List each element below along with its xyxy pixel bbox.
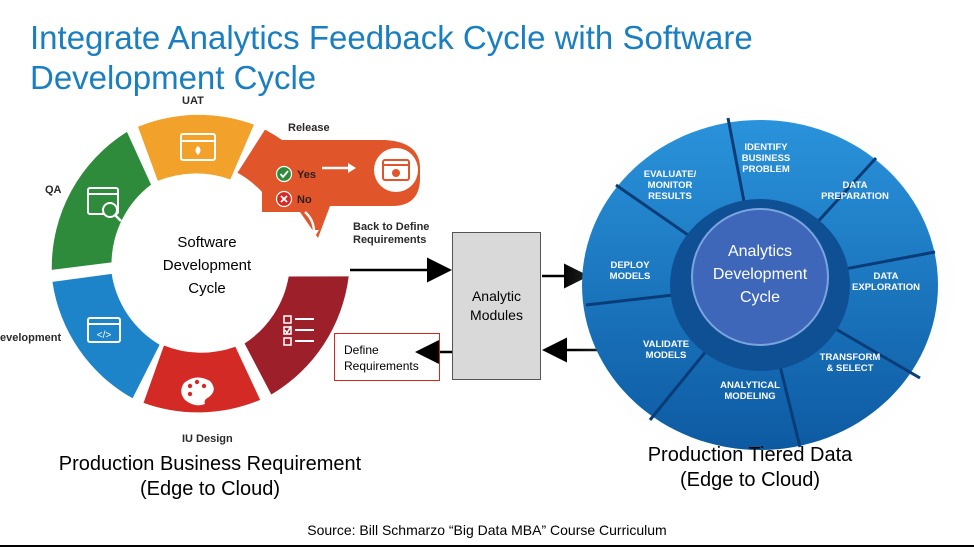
- release-no-x-icon: [275, 190, 293, 208]
- segment-development: [52, 273, 160, 399]
- software-development-cycle: </> Yes No: [0, 95, 429, 445]
- iu-design-label: IU Design: [182, 433, 233, 445]
- release-label: Release: [288, 122, 330, 134]
- slide-title: Integrate Analytics Feedback Cycle with …: [30, 19, 753, 96]
- adc-center-disc: [691, 208, 829, 346]
- segment-qa: [51, 131, 152, 270]
- iu-design-palette-icon: [181, 377, 214, 406]
- uat-label: UAT: [182, 95, 204, 107]
- development-code-icon: </>: [87, 317, 121, 343]
- qa-magnifier-icon: [87, 187, 122, 222]
- requirements-checklist-icon: [283, 315, 314, 346]
- segment-requirements: [244, 276, 349, 395]
- bottom-rule: [0, 545, 974, 547]
- segment-uat: [138, 114, 254, 181]
- development-label: evelopment: [0, 332, 61, 344]
- caption-production-tiered-data: Production Tiered Data (Edge to Cloud): [647, 444, 853, 491]
- define-requirements-box: Define Requirements: [334, 333, 440, 381]
- release-yes-label: Yes: [297, 169, 316, 181]
- release-no-label: No: [297, 194, 312, 206]
- source-citation: Source: Bill Schmarzo “Big Data MBA” Cou…: [307, 522, 667, 538]
- analytic-modules-box: Analytic Modules: [452, 232, 541, 380]
- uat-window-icon: [180, 133, 216, 161]
- analytic-modules-label: Analytic Modules: [470, 288, 523, 323]
- caption-production-business-requirement: Production Business Requirement (Edge to…: [58, 453, 362, 500]
- adc-transform-label: TRANSFORM& SELECT: [820, 352, 881, 374]
- release-yes-check-icon: [275, 165, 293, 183]
- define-requirements-label: Define Requirements: [344, 343, 419, 373]
- qa-label: QA: [45, 184, 62, 196]
- svg-text:</>: </>: [97, 330, 112, 341]
- release-window-icon: [374, 148, 418, 192]
